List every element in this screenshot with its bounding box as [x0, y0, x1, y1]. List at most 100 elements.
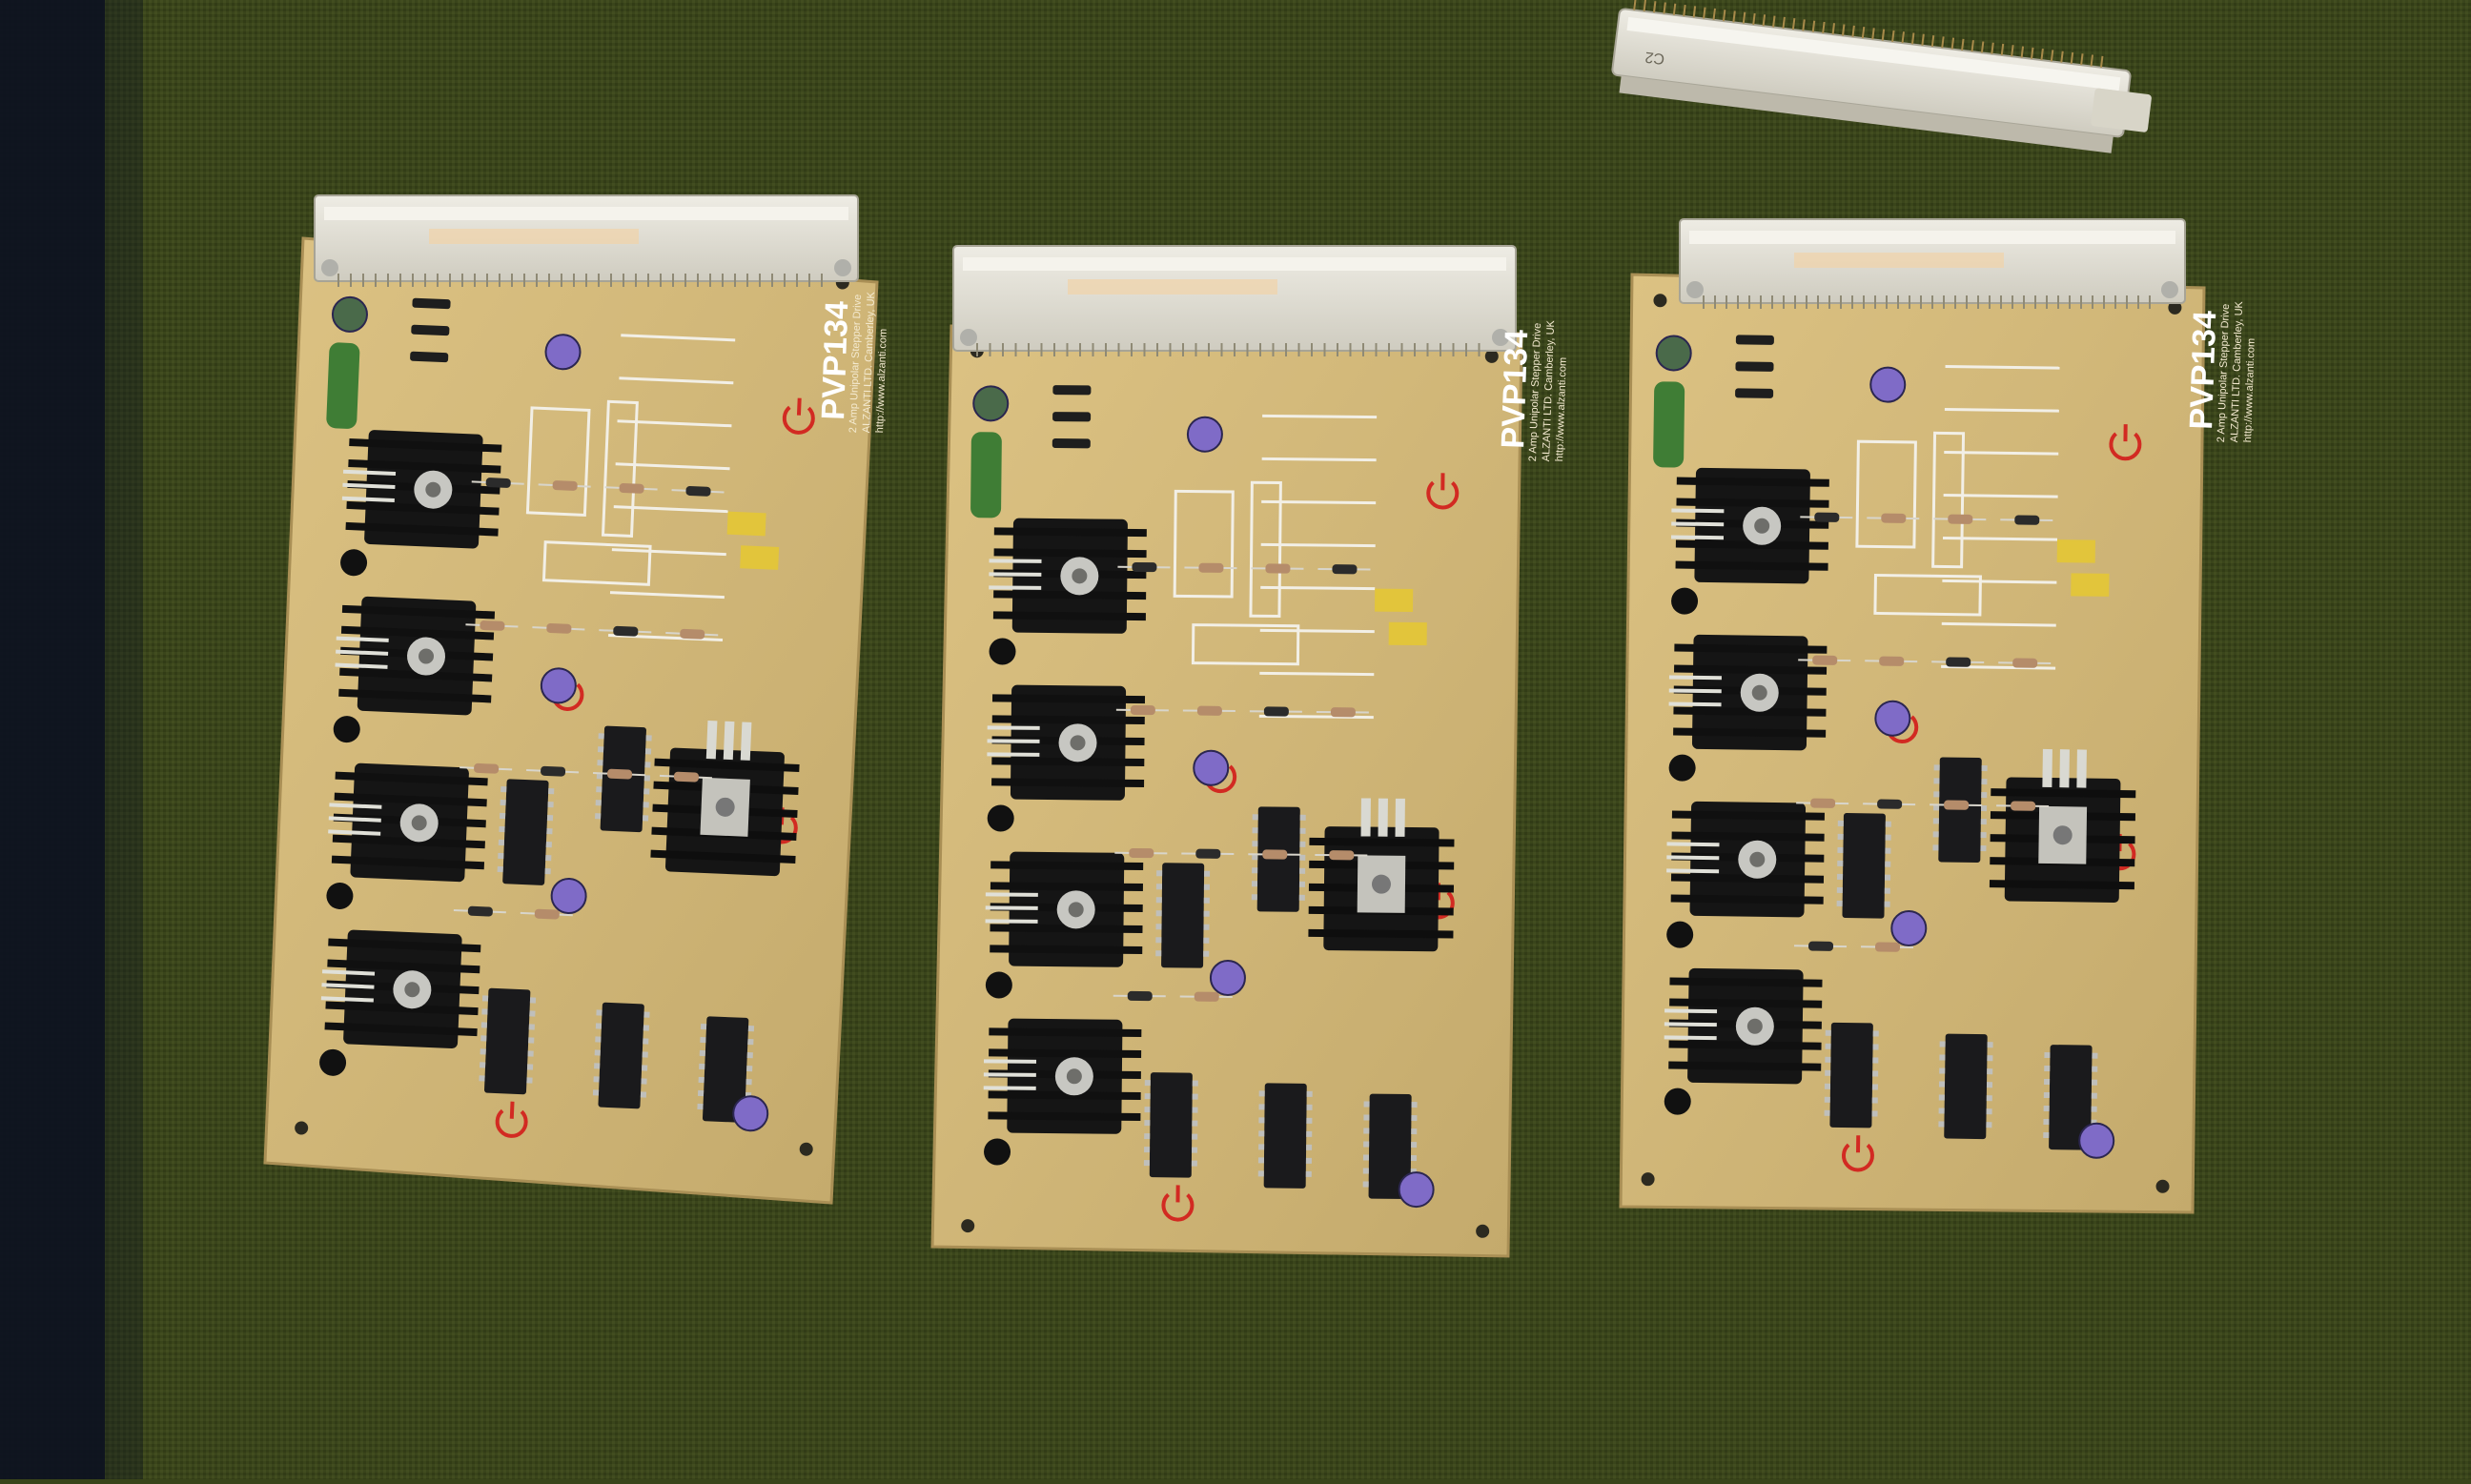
connector-screw [321, 259, 338, 276]
ic-pin [596, 800, 602, 805]
ic-pin [500, 813, 505, 819]
ic-pin [1306, 1131, 1312, 1137]
ic-pin [596, 1023, 602, 1028]
ic-chip [1264, 1083, 1307, 1188]
ic-pin [642, 1065, 647, 1070]
ic-pin [2092, 1093, 2097, 1099]
ic-pin [701, 1024, 706, 1029]
ic-pin [1933, 818, 1939, 823]
electrolytic-capacitor [541, 668, 576, 703]
ic-pin [1987, 1095, 1992, 1101]
transistor-lead [1666, 870, 1719, 871]
silkscreen-line [1262, 416, 1377, 417]
loose-connector-label: C2 [1644, 48, 1665, 67]
ic-pin [1986, 1122, 1991, 1128]
ic-pin [1306, 1171, 1312, 1177]
ic-pin [2092, 1107, 2097, 1112]
resistor [607, 769, 632, 780]
film-capacitor [2071, 573, 2109, 597]
power-resistor [326, 342, 360, 429]
ic-pin [745, 1079, 751, 1085]
silkscreen-line [1261, 544, 1376, 545]
electrolytic-capacitor [1870, 367, 1905, 401]
ic-pin [641, 1091, 646, 1097]
resistor [1195, 992, 1219, 1002]
resistor [1198, 563, 1223, 573]
transistor-lead [984, 1061, 1036, 1062]
ic-pin [546, 828, 552, 834]
ic-pin [529, 1024, 535, 1029]
ic-chip [601, 725, 647, 832]
ic-pin [643, 1051, 648, 1057]
resistor [1197, 706, 1222, 716]
ic-pin [643, 1025, 649, 1030]
ic-pin [1885, 888, 1890, 894]
resistor [1331, 707, 1356, 717]
ic-pin [1252, 894, 1257, 900]
ic-pin [698, 1090, 704, 1096]
ic-pin [1826, 1044, 1831, 1049]
ic-pin [1837, 847, 1843, 853]
ic-pin [1933, 831, 1939, 837]
pcb-board-2 [932, 246, 1521, 1256]
resistor [1812, 656, 1837, 665]
ic-pin [1258, 1157, 1264, 1163]
diode [1735, 388, 1773, 398]
silkscreen-line [1261, 501, 1376, 502]
transistor-lead [321, 985, 374, 986]
resistor [1879, 657, 1904, 666]
ic-pin [644, 762, 650, 767]
ic-pin [1825, 1084, 1830, 1089]
ic-pin [1156, 910, 1162, 916]
ic-pin [1204, 871, 1210, 877]
heatsink-fin [992, 715, 1145, 724]
connector-rail [963, 257, 1506, 271]
resistor [541, 766, 565, 777]
ic-pin [1203, 925, 1209, 930]
ic-pin [1258, 1130, 1264, 1136]
ic-pin [1204, 911, 1210, 917]
electrolytic-capacitor [973, 386, 1008, 420]
resistor [2012, 658, 2037, 667]
transistor-lead [337, 639, 389, 640]
ic-chip [1829, 1023, 1873, 1128]
resistor [1132, 562, 1156, 572]
ic-pin [1872, 1110, 1878, 1116]
ic-pin [2044, 1092, 2050, 1098]
ic-pin [1939, 1081, 1945, 1087]
ic-pin [1886, 822, 1891, 827]
ic-pin [1192, 1108, 1197, 1113]
regulator-pin [2076, 749, 2087, 787]
ic-pin [1981, 792, 1987, 798]
ic-pin [1872, 1070, 1878, 1076]
ic-pin [1837, 887, 1843, 893]
electrolytic-capacitor [1891, 911, 1926, 945]
heatsink-fin [989, 1048, 1141, 1058]
resistor [674, 772, 699, 783]
ic-pin [482, 995, 488, 1001]
regulator-pin [1396, 799, 1405, 837]
electrolytic-capacitor [332, 296, 367, 332]
ic-pin [1193, 1081, 1198, 1087]
ic-pin [2043, 1119, 2049, 1125]
resistor [552, 480, 577, 491]
transistor-lead [342, 498, 395, 500]
ic-pin [1193, 1094, 1198, 1100]
ic-pin [1204, 898, 1210, 904]
ic-pin [643, 815, 648, 821]
ic-pin [480, 1035, 486, 1041]
ic-pin [641, 1078, 646, 1084]
resistor [619, 483, 643, 494]
transistor-lead [1669, 703, 1722, 704]
pcb-board-3 [1621, 219, 2204, 1212]
electrolytic-capacitor [1194, 751, 1228, 785]
ic-chip [484, 988, 531, 1095]
ic-pin [1253, 814, 1258, 820]
connector-rail [1689, 231, 2175, 244]
ic-pin [1981, 819, 1987, 824]
ic-pin [1155, 950, 1161, 956]
silkscreen-line [1943, 538, 2057, 539]
transistor-lead [984, 1074, 1036, 1075]
transistor-lead [321, 998, 374, 1000]
